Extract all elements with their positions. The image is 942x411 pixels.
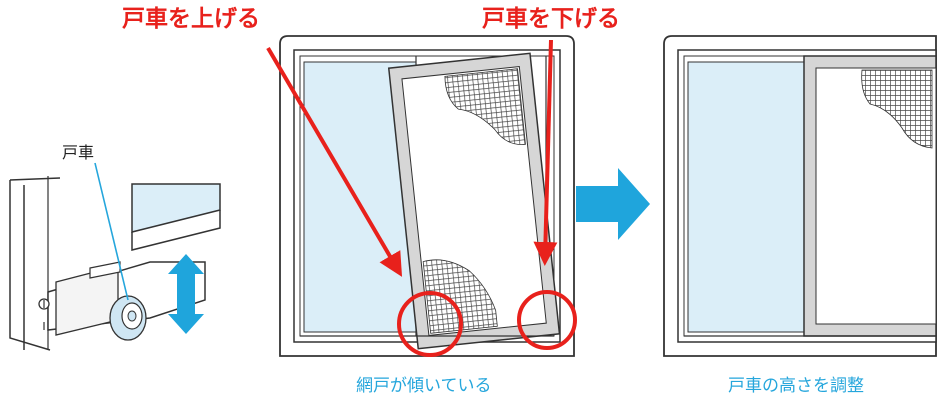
upright-screen-door	[803, 55, 937, 337]
lower-roller-arrow	[533, 39, 558, 266]
window-adjusted	[663, 35, 937, 357]
roller-label: 戸車	[62, 143, 95, 162]
raise-roller-arrow	[266, 46, 403, 277]
left-roller-circle	[397, 291, 463, 357]
up-down-arrow-icon	[168, 254, 204, 334]
tilted-screen-door	[387, 52, 561, 350]
adjust-height-caption: 戸車の高さを調整	[728, 376, 864, 396]
window-tilted	[279, 35, 575, 357]
right-roller-circle	[517, 290, 577, 350]
roller-detail	[9, 162, 221, 351]
right-arrow-icon	[576, 168, 650, 240]
raise-roller-label: 戸車を上げる	[122, 6, 260, 32]
screen-tilted-caption: 網戸が傾いている	[356, 376, 492, 396]
lower-roller-label: 戸車を下げる	[482, 6, 620, 32]
